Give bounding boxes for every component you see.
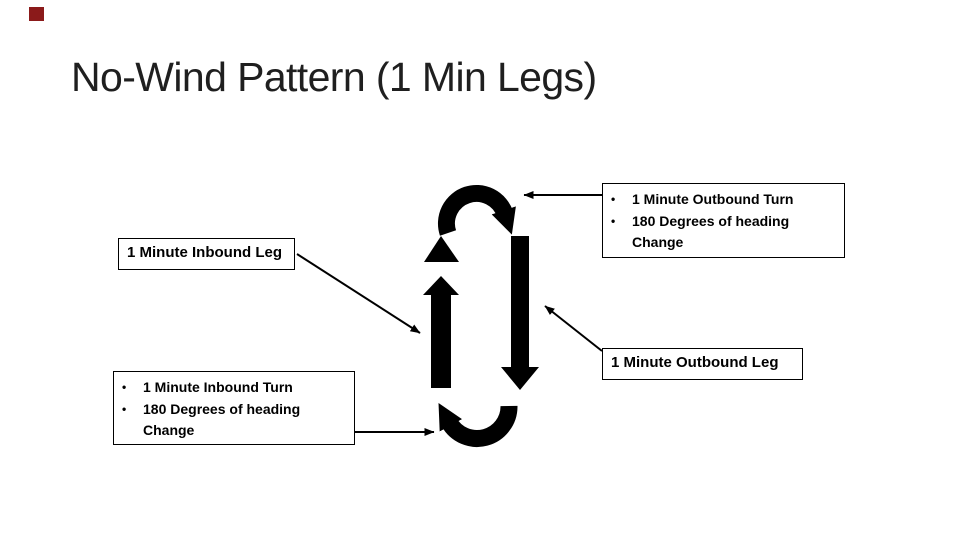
bullet-marker: • [122,380,127,394]
inbound-leg-up-arrow-icon [423,276,459,388]
list-item: • 180 Degrees of heading Change [611,211,839,254]
list-item: • 1 Minute Outbound Turn [611,189,839,211]
inbound-turn-arc-arrow-icon [438,403,518,447]
triangle-marker-icon [424,236,459,262]
bullet-marker: • [611,192,616,206]
callout-text: 180 Degrees of heading Change [632,212,790,251]
inbound-leg-label-box: 1 Minute Inbound Leg [118,238,295,270]
callout-text: 1 Minute Inbound Turn [143,379,293,395]
page-title: No-Wind Pattern (1 Min Legs) [71,54,597,100]
outbound-turn-arc-arrow-icon [437,185,516,236]
outbound-turn-callout-box: • 1 Minute Outbound Turn • 180 Degrees o… [602,183,845,258]
outbound-leg-label-box: 1 Minute Outbound Leg [602,348,803,380]
record-indicator-square [29,7,44,21]
callout-text: 1 Minute Outbound Turn [632,191,794,207]
callout-text: 180 Degrees of heading Change [143,400,301,439]
inbound-leg-label: 1 Minute Inbound Leg [127,244,282,261]
bullet-marker: • [611,213,616,228]
list-item: • 1 Minute Inbound Turn [122,377,349,399]
list-item: • 180 Degrees of heading Change [122,399,349,442]
outbound-leg-label: 1 Minute Outbound Leg [611,354,779,371]
outbound-leg-down-arrow-icon [501,236,539,390]
inbound-turn-callout-box: • 1 Minute Inbound Turn • 180 Degrees of… [113,371,355,445]
outbound-leg-connector-arrow [544,305,603,352]
bullet-marker: • [122,401,127,416]
inbound-leg-connector-arrow [296,253,421,334]
